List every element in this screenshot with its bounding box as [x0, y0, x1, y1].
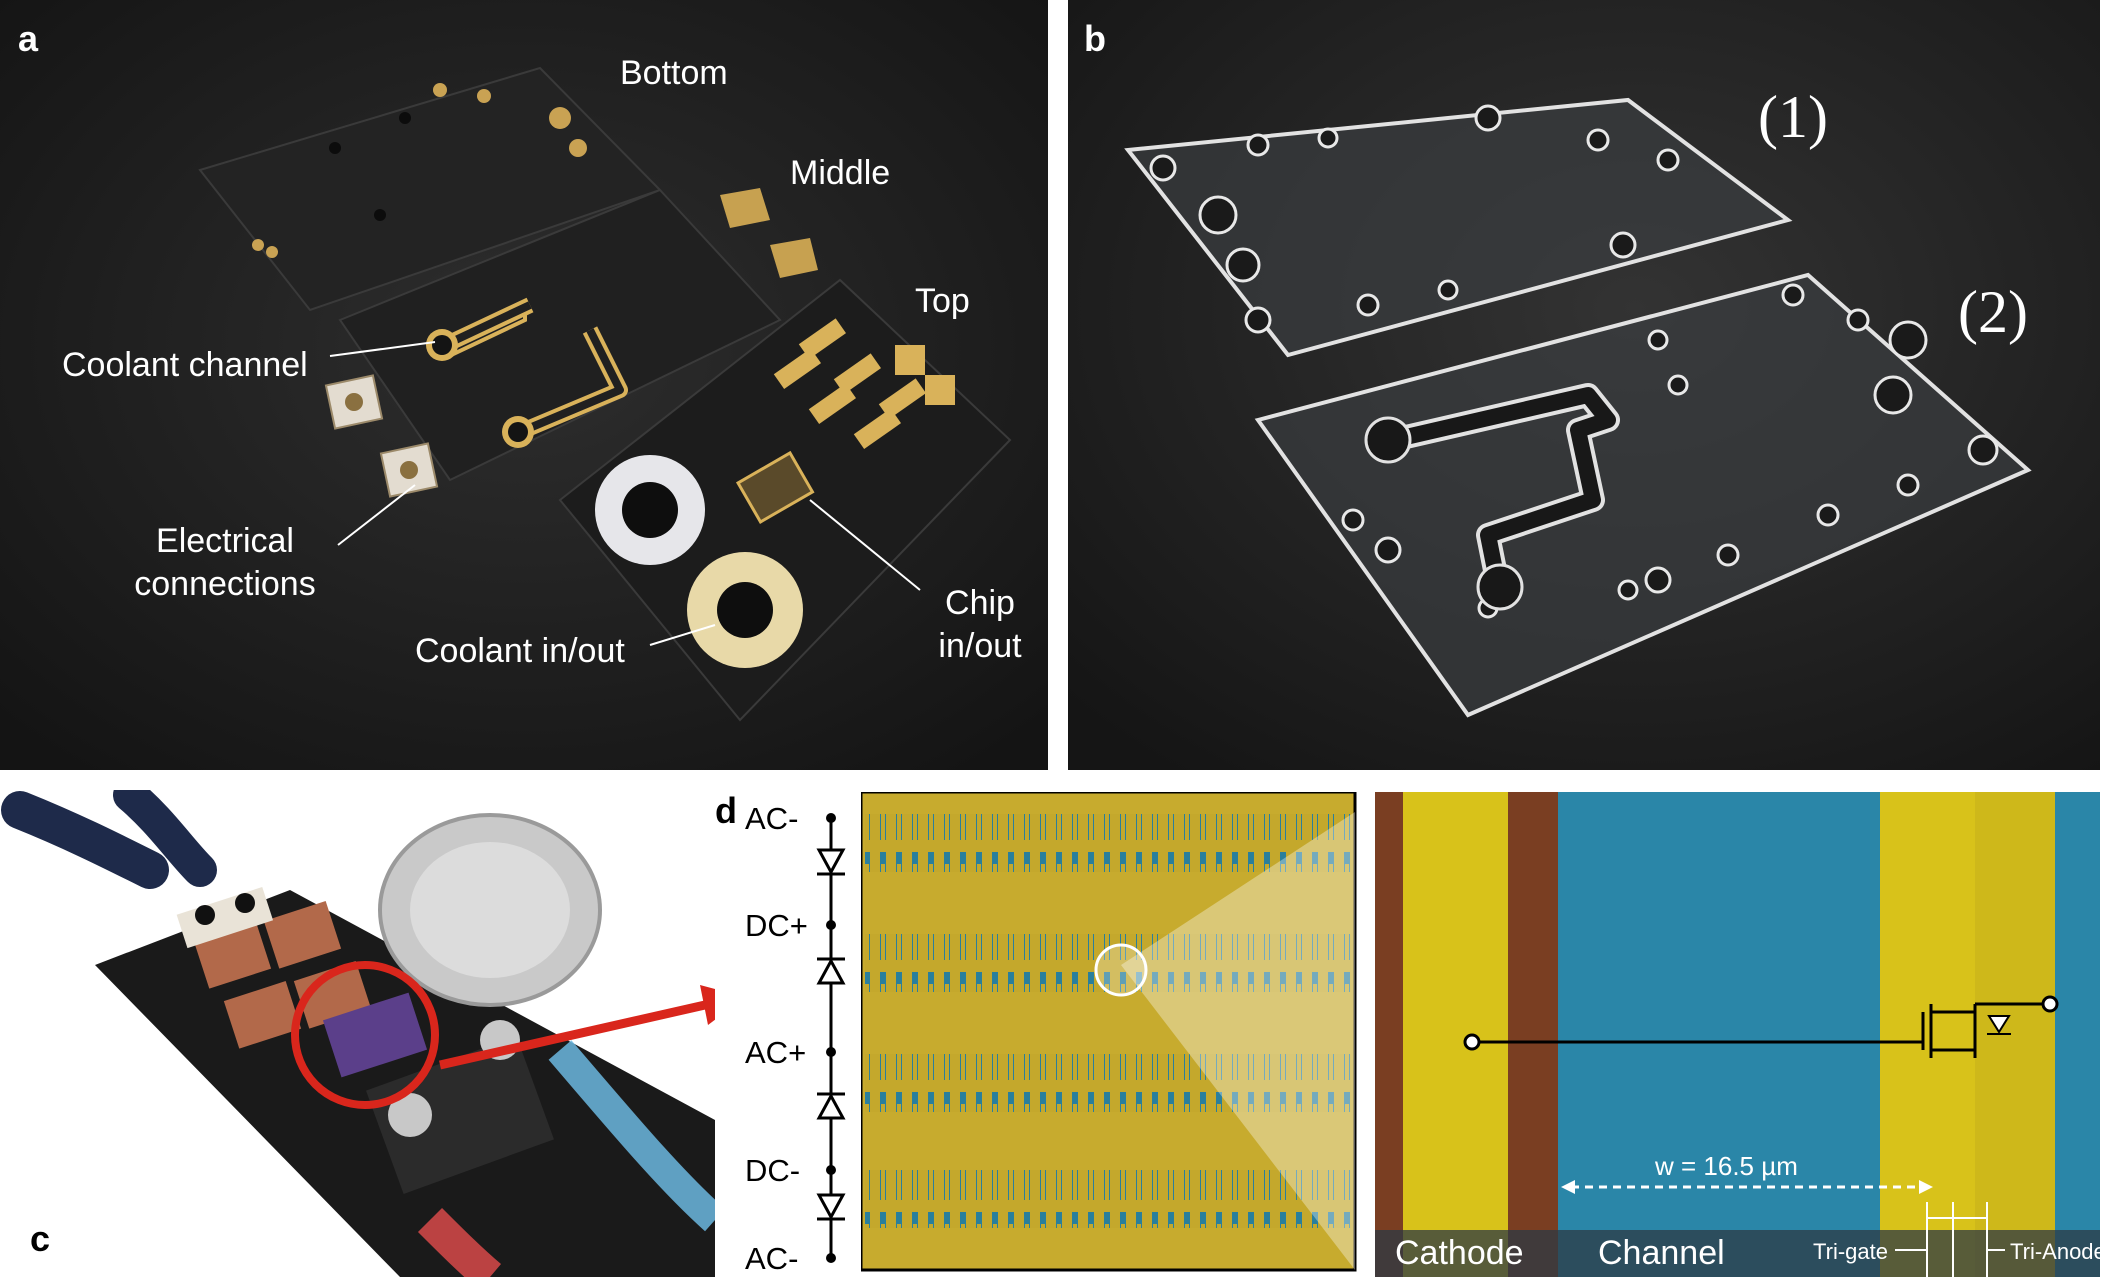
label-top: Top [915, 282, 970, 320]
arrow-to-d-line [439, 1000, 706, 1070]
sem-zoom [1375, 792, 2100, 1277]
finger-row-4 [865, 1170, 1351, 1228]
connector [366, 1035, 554, 1195]
diode-4 [816, 1193, 846, 1221]
circuit-label-1: DC+ [745, 908, 808, 943]
label-middle: Middle [790, 154, 891, 192]
panel-b-label: b [1084, 18, 1106, 59]
sem-left-edge [1375, 792, 1403, 1277]
circuit-label-4: AC- [745, 1241, 799, 1276]
label-coolant-inout: Coolant in/out [415, 632, 625, 670]
zoom-cone [1121, 812, 1355, 1270]
highlight-circle [291, 961, 439, 1109]
cathode-strip [1403, 792, 1508, 1277]
panel-d-label: d [715, 790, 737, 831]
diode-schematic [816, 813, 846, 1263]
finger-row-2 [865, 934, 1351, 992]
panel-b-photo [1068, 0, 2100, 770]
sem-bottom-bar [1375, 1230, 2100, 1277]
zoom-circle [1094, 943, 1148, 997]
label-chip-line1: Chip [945, 584, 1015, 622]
tube-blue [548, 1040, 715, 1232]
top-pads [773, 318, 955, 449]
sheet-2-holes [1341, 283, 1999, 619]
panel-c-photo [1, 790, 715, 1277]
finger-row-3 [865, 1054, 1351, 1112]
panel-d: d AC- DC+ AC+ DC- AC- [715, 790, 2125, 1277]
circuit-label-0: AC- [745, 801, 799, 836]
panel-a-photo [0, 0, 1048, 770]
label-coolant-channel: Coolant channel [62, 346, 308, 384]
sheet-1 [1124, 97, 1793, 358]
panel-b: b (1) (2) [1068, 0, 2100, 770]
sheet-2-label: (2) [1958, 279, 2028, 345]
label-chip-line2: in/out [938, 626, 1022, 665]
pcb-middle [338, 188, 782, 482]
sheet-1-holes [1149, 104, 1680, 334]
arrow-to-d-head [700, 985, 715, 1025]
sheet-2 [1254, 272, 2032, 718]
brown-strip [1508, 792, 1558, 1277]
panel-a-label: a [18, 18, 39, 59]
label-channel: Channel [1598, 1234, 1725, 1272]
label-trigate: Tri-gate [1813, 1239, 1888, 1264]
middle-tab-2 [770, 238, 818, 278]
cable-2 [113, 790, 217, 887]
width-annotation: w = 16.5 µm [1655, 1151, 1798, 1181]
inline-schematic [1463, 995, 2059, 1058]
panel-c: c [0, 790, 715, 1277]
pcb-bottom-vias [252, 83, 587, 258]
circuit-label-3: DC- [745, 1153, 801, 1188]
sheet-1-label: (1) [1758, 84, 1828, 150]
label-electrical-line2: connections [134, 564, 316, 603]
diode-2 [816, 957, 846, 985]
label-bottom: Bottom [620, 54, 728, 92]
finger-row-1 [865, 814, 1351, 872]
cable-1 [1, 791, 169, 889]
circuit-label-2: AC+ [745, 1035, 807, 1070]
label-trianode: Tri-Anode [2010, 1239, 2106, 1264]
tri-bracket [1895, 1202, 2005, 1277]
label-electrical-connections: Electrical connections [120, 520, 330, 605]
label-cathode: Cathode [1395, 1234, 1524, 1272]
chip [322, 992, 428, 1078]
diode-1 [816, 848, 846, 876]
panel-c-label: c [30, 1218, 51, 1259]
chip-socket [735, 450, 815, 524]
tube-red [417, 1207, 502, 1277]
middle-tab-1 [720, 188, 770, 228]
label-chip-inout: Chip in/out [915, 582, 1045, 667]
diode-3 [816, 1092, 846, 1120]
panel-a: a Bottom Middle Top Coolant channel Elec… [0, 0, 1048, 770]
label-electrical-line1: Electrical [156, 522, 294, 560]
micrograph-overview [861, 792, 1357, 1272]
